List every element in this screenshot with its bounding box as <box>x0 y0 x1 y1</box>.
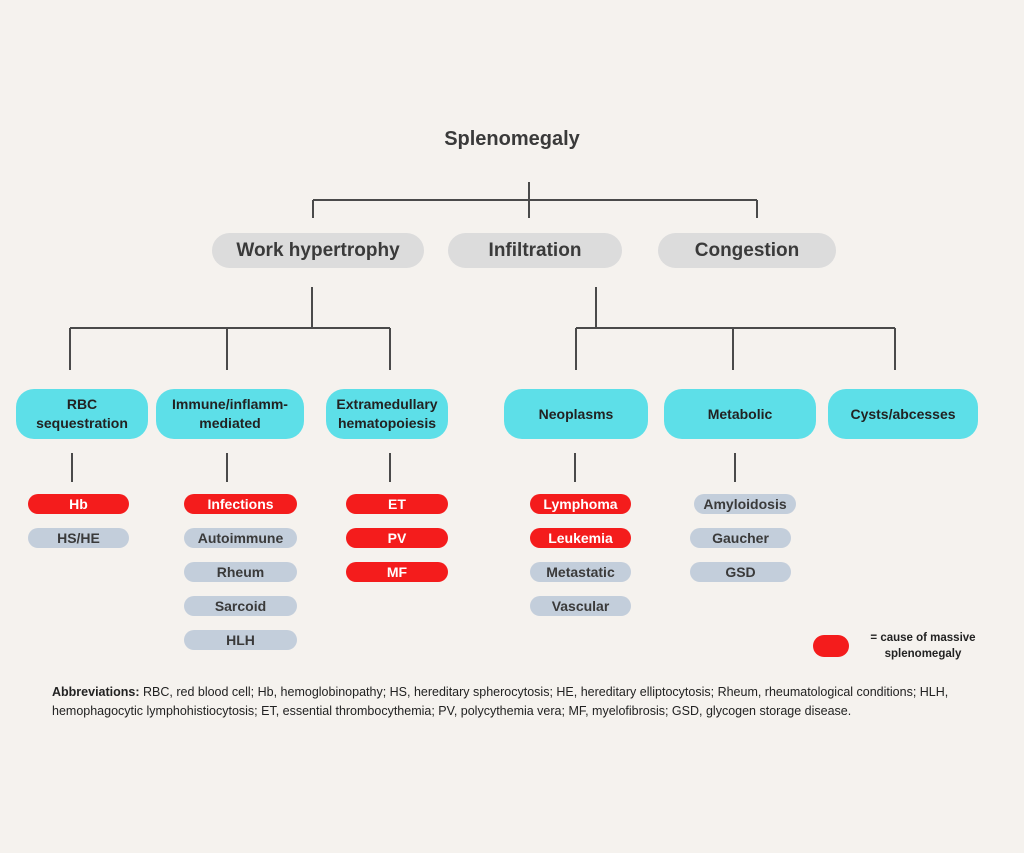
abbreviations-text: RBC, red blood cell; Hb, hemoglobinopath… <box>52 685 949 718</box>
node-neoplasms: Neoplasms <box>504 389 648 439</box>
leaf-gaucher: Gaucher <box>690 528 791 548</box>
legend-label: = cause of massive splenomegaly <box>870 632 976 660</box>
abbreviations-label: Abbreviations: <box>52 685 140 699</box>
node-congestion: Congestion <box>658 233 836 268</box>
leaf-infections: Infections <box>184 494 297 514</box>
leaf-autoimmune: Autoimmune <box>184 528 297 548</box>
node-rbc-sequestration: RBC sequestration <box>16 389 148 439</box>
leaf-hs-he: HS/HE <box>28 528 129 548</box>
diagram-title: Splenomegaly <box>444 128 580 150</box>
leaf-metastatic: Metastatic <box>530 562 631 582</box>
leaf-amyloidosis: Amyloidosis <box>694 494 796 514</box>
leaf-gsd: GSD <box>690 562 791 582</box>
abbreviations-note: Abbreviations: RBC, red blood cell; Hb, … <box>52 683 982 721</box>
node-extramedullary-hematopoiesis: Extramedullary hematopoiesis <box>326 389 448 439</box>
node-work-hypertrophy: Work hypertrophy <box>212 233 424 268</box>
node-immune-inflamm-mediated: Immune/inflamm- mediated <box>156 389 304 439</box>
leaf-hlh: HLH <box>184 630 297 650</box>
leaf-pv: PV <box>346 528 448 548</box>
legend-red-swatch <box>813 635 849 657</box>
node-infiltration: Infiltration <box>448 233 622 268</box>
node-cysts-abcesses: Cysts/abcesses <box>828 389 978 439</box>
leaf-vascular: Vascular <box>530 596 631 616</box>
leaf-hb: Hb <box>28 494 129 514</box>
leaf-lymphoma: Lymphoma <box>530 494 631 514</box>
leaf-rheum: Rheum <box>184 562 297 582</box>
leaf-et: ET <box>346 494 448 514</box>
node-metabolic: Metabolic <box>664 389 816 439</box>
leaf-sarcoid: Sarcoid <box>184 596 297 616</box>
leaf-leukemia: Leukemia <box>530 528 631 548</box>
leaf-mf: MF <box>346 562 448 582</box>
